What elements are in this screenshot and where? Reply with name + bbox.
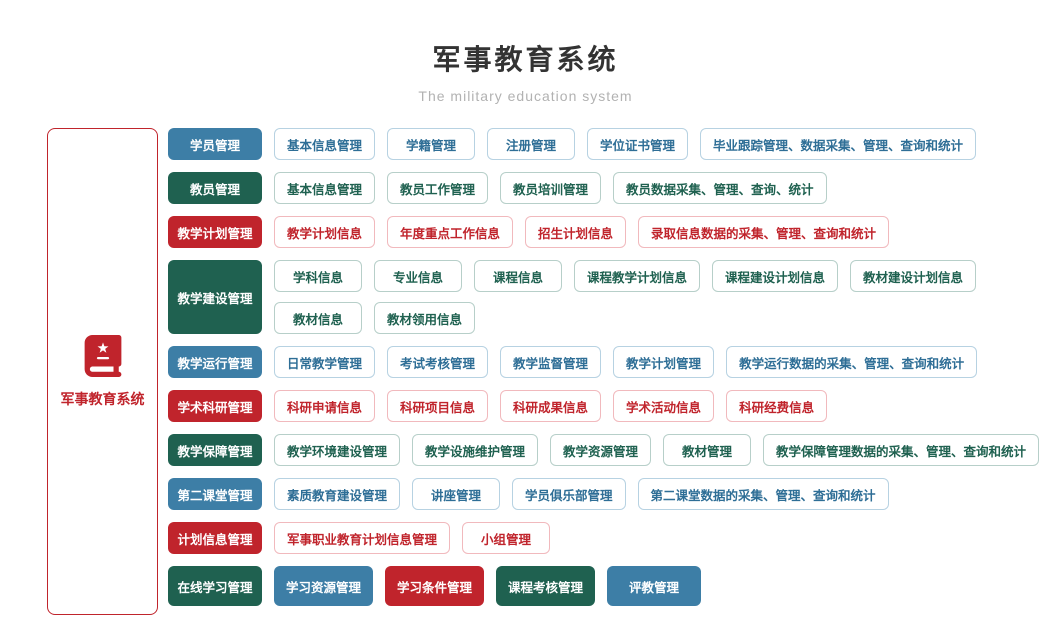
row: 学员管理 基本信息管理学籍管理注册管理学位证书管理毕业跟踪管理、数据采集、管理、…	[168, 128, 1048, 160]
sub-item-button[interactable]: 课程考核管理	[496, 566, 596, 606]
sub-item-button[interactable]: 学科信息	[274, 260, 362, 292]
sub-item-button[interactable]: 教学资源管理	[550, 434, 652, 466]
row-items: 教学环境建设管理教学设施维护管理教学资源管理教材管理教学保障管理数据的采集、管理…	[274, 434, 1048, 466]
sub-item-button[interactable]: 教材领用信息	[374, 302, 476, 334]
category-button[interactable]: 教学建设管理	[168, 260, 262, 334]
sub-item-button[interactable]: 课程建设计划信息	[712, 260, 839, 292]
page-subtitle: The military education system	[418, 88, 633, 104]
sub-item-button[interactable]: 学习资源管理	[274, 566, 374, 606]
category-button[interactable]: 学术科研管理	[168, 390, 262, 422]
sub-item-button[interactable]: 评教管理	[607, 566, 702, 606]
sub-item-button[interactable]: 教员数据采集、管理、查询、统计	[613, 172, 827, 204]
sub-item-button[interactable]: 讲座管理	[412, 478, 501, 510]
sub-item-button[interactable]: 科研申请信息	[274, 390, 376, 422]
row: 第二课堂管理 素质教育建设管理讲座管理学员俱乐部管理第二课堂数据的采集、管理、查…	[168, 478, 1048, 510]
sub-item-button[interactable]: 学术活动信息	[613, 390, 715, 422]
sub-item-button[interactable]: 教员工作管理	[387, 172, 489, 204]
category-button[interactable]: 第二课堂管理	[168, 478, 262, 510]
row: 在线学习管理 学习资源管理学习条件管理课程考核管理评教管理	[168, 566, 1048, 606]
book-star-icon	[84, 334, 121, 377]
sub-item-button[interactable]: 课程信息	[474, 260, 562, 292]
sub-item-button[interactable]: 毕业跟踪管理、数据采集、管理、查询和统计	[700, 128, 977, 160]
category-button[interactable]: 教学计划管理	[168, 216, 262, 248]
row: 教员管理 基本信息管理教员工作管理教员培训管理教员数据采集、管理、查询、统计	[168, 172, 1048, 204]
sub-item-button[interactable]: 科研项目信息	[387, 390, 489, 422]
row: 学术科研管理 科研申请信息科研项目信息科研成果信息学术活动信息科研经费信息	[168, 390, 1048, 422]
sub-item-button[interactable]: 基本信息管理	[274, 172, 376, 204]
category-button[interactable]: 教学保障管理	[168, 434, 262, 466]
sub-item-button[interactable]: 教学环境建设管理	[274, 434, 401, 466]
sidebar-label: 军事教育系统	[60, 390, 145, 407]
sub-item-button[interactable]: 教学保障管理数据的采集、管理、查询和统计	[763, 434, 1040, 466]
sub-item-button[interactable]: 专业信息	[374, 260, 462, 292]
row-items: 基本信息管理学籍管理注册管理学位证书管理毕业跟踪管理、数据采集、管理、查询和统计	[274, 128, 1048, 160]
sub-item-button[interactable]: 招生计划信息	[525, 216, 627, 248]
header: 军事教育系统 The military education system	[0, 38, 1051, 104]
sub-item-button[interactable]: 教学监督管理	[500, 346, 602, 378]
sub-item-button[interactable]: 学员俱乐部管理	[512, 478, 626, 510]
sub-item-button[interactable]: 素质教育建设管理	[274, 478, 401, 510]
row: 教学保障管理 教学环境建设管理教学设施维护管理教学资源管理教材管理教学保障管理数…	[168, 434, 1048, 466]
sub-item-button[interactable]: 教材管理	[663, 434, 752, 466]
sub-item-button[interactable]: 学籍管理	[387, 128, 476, 160]
sub-item-button[interactable]: 科研经费信息	[726, 390, 828, 422]
sub-item-button[interactable]: 基本信息管理	[274, 128, 376, 160]
sub-item-button[interactable]: 学习条件管理	[385, 566, 485, 606]
rows: 学员管理 基本信息管理学籍管理注册管理学位证书管理毕业跟踪管理、数据采集、管理、…	[168, 128, 1048, 606]
sub-item-button[interactable]: 课程教学计划信息	[574, 260, 701, 292]
sub-item-button[interactable]: 军事职业教育计划信息管理	[274, 522, 451, 554]
row: 教学建设管理 学科信息专业信息课程信息课程教学计划信息课程建设计划信息教材建设计…	[168, 260, 1048, 334]
row-items: 学习资源管理学习条件管理课程考核管理评教管理	[274, 566, 1048, 606]
row-items: 军事职业教育计划信息管理小组管理	[274, 522, 1048, 554]
sidebar-panel: 军事教育系统	[47, 128, 158, 615]
row: 教学运行管理 日常教学管理考试考核管理教学监督管理教学计划管理教学运行数据的采集…	[168, 346, 1048, 378]
sub-item-button[interactable]: 教材建设计划信息	[850, 260, 977, 292]
sub-item-button[interactable]: 科研成果信息	[500, 390, 602, 422]
sub-item-button[interactable]: 年度重点工作信息	[387, 216, 514, 248]
category-button[interactable]: 计划信息管理	[168, 522, 262, 554]
category-button[interactable]: 教员管理	[168, 172, 262, 204]
row-items: 科研申请信息科研项目信息科研成果信息学术活动信息科研经费信息	[274, 390, 1048, 422]
row: 教学计划管理 教学计划信息年度重点工作信息招生计划信息录取信息数据的采集、管理、…	[168, 216, 1048, 248]
row-items: 日常教学管理考试考核管理教学监督管理教学计划管理教学运行数据的采集、管理、查询和…	[274, 346, 1048, 378]
row: 计划信息管理 军事职业教育计划信息管理小组管理	[168, 522, 1048, 554]
sub-item-button[interactable]: 教员培训管理	[500, 172, 602, 204]
category-button[interactable]: 在线学习管理	[168, 566, 262, 606]
row-items: 素质教育建设管理讲座管理学员俱乐部管理第二课堂数据的采集、管理、查询和统计	[274, 478, 1048, 510]
row-items: 教学计划信息年度重点工作信息招生计划信息录取信息数据的采集、管理、查询和统计	[274, 216, 1048, 248]
row-items: 基本信息管理教员工作管理教员培训管理教员数据采集、管理、查询、统计	[274, 172, 1048, 204]
sub-item-button[interactable]: 日常教学管理	[274, 346, 376, 378]
sub-item-button[interactable]: 注册管理	[487, 128, 576, 160]
category-button[interactable]: 教学运行管理	[168, 346, 262, 378]
sub-item-button[interactable]: 教学计划信息	[274, 216, 376, 248]
sub-item-button[interactable]: 考试考核管理	[387, 346, 489, 378]
sub-item-button[interactable]: 教材信息	[274, 302, 362, 334]
sub-item-button[interactable]: 录取信息数据的采集、管理、查询和统计	[638, 216, 890, 248]
category-button[interactable]: 学员管理	[168, 128, 262, 160]
sub-item-button[interactable]: 学位证书管理	[587, 128, 689, 160]
sub-item-button[interactable]: 小组管理	[462, 522, 551, 554]
row-items: 学科信息专业信息课程信息课程教学计划信息课程建设计划信息教材建设计划信息教材信息…	[274, 260, 1048, 334]
page-title: 军事教育系统	[432, 44, 619, 75]
sub-item-button[interactable]: 教学计划管理	[613, 346, 715, 378]
sub-item-button[interactable]: 第二课堂数据的采集、管理、查询和统计	[637, 478, 889, 510]
sub-item-button[interactable]: 教学设施维护管理	[412, 434, 539, 466]
sub-item-button[interactable]: 教学运行数据的采集、管理、查询和统计	[726, 346, 978, 378]
